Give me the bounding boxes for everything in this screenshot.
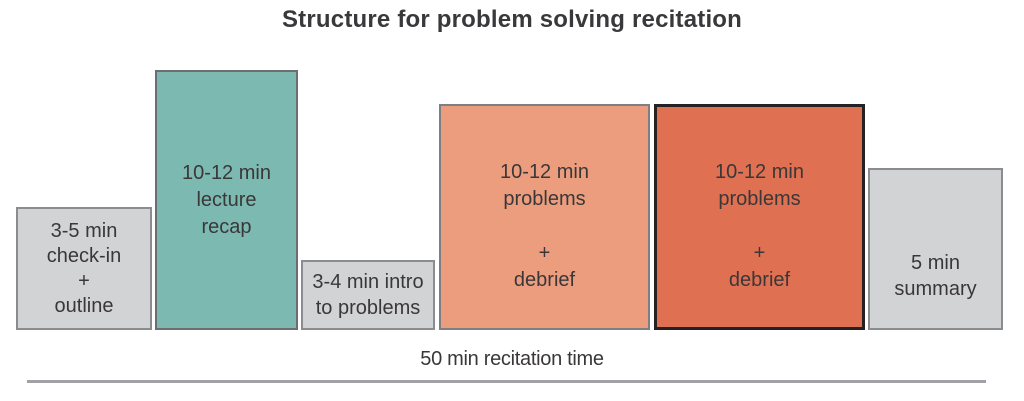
timeline-caption: 50 min recitation time <box>420 348 604 370</box>
block-lecture-recap-label: 10-12 min lecture recap <box>182 161 271 238</box>
block-problems-debrief-1-label: 10-12 min problems + debrief <box>500 160 589 291</box>
timeline-axis-line <box>27 380 986 383</box>
block-problems-debrief-1: 10-12 min problems + debrief <box>439 104 650 330</box>
block-intro-to-problems-label: 3-4 min intro to problems <box>312 271 424 319</box>
block-intro-to-problems: 3-4 min intro to problems <box>301 260 435 330</box>
diagram-title: Structure for problem solving recitation <box>281 6 743 33</box>
block-check-in-label: 3-5 min check-in + outline <box>46 219 122 317</box>
block-summary: 5 min summary <box>868 168 1003 330</box>
block-problems-debrief-2: 10-12 min problems + debrief <box>654 104 865 330</box>
block-check-in: 3-5 min check-in + outline <box>16 207 152 330</box>
block-problems-debrief-2-label: 10-12 min problems + debrief <box>715 160 804 291</box>
block-lecture-recap: 10-12 min lecture recap <box>155 70 298 330</box>
block-summary-label: 5 min summary <box>894 252 977 300</box>
